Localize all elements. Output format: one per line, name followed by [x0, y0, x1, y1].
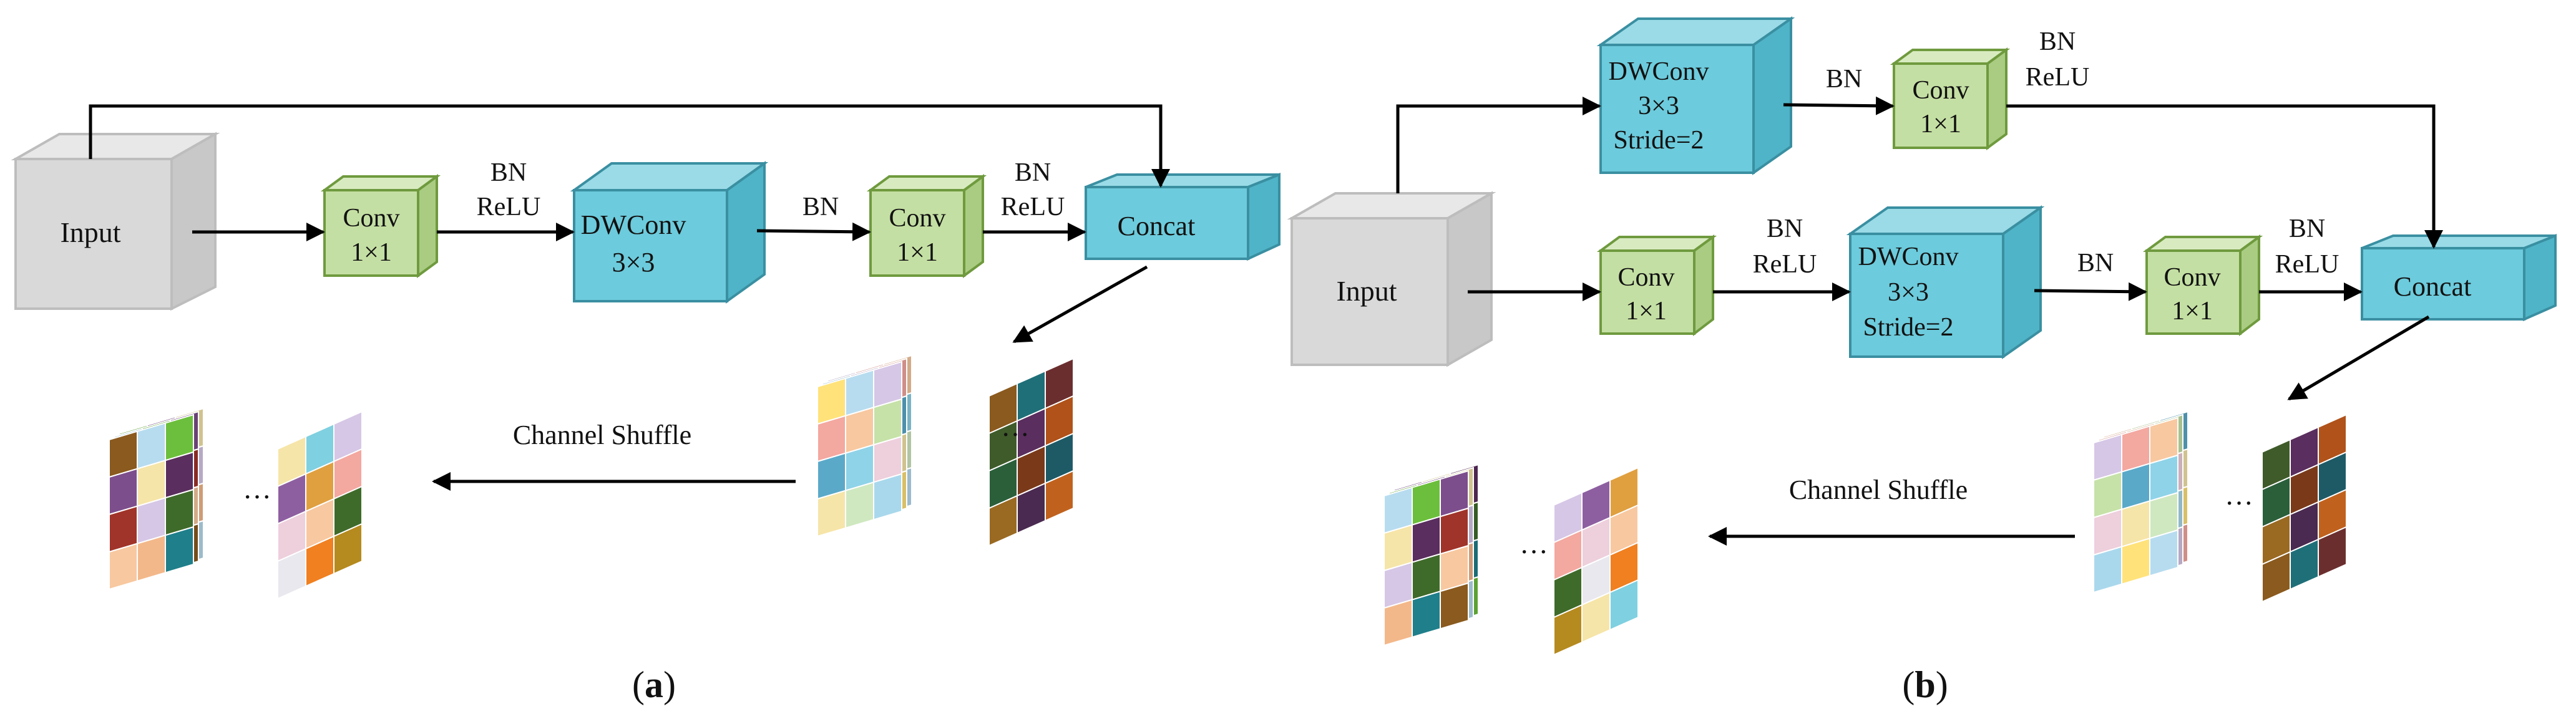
feature-cell: [333, 523, 363, 575]
panel-a-conv1-line1: Conv: [343, 204, 399, 233]
panel-a-ellipsis-right: ···: [1001, 418, 1030, 450]
panel-a-feature-map-shuffled-1: [109, 407, 204, 591]
panel-b-conv1-line1: Conv: [1617, 263, 1674, 292]
panel-b-top-bn: BN: [1826, 65, 1862, 94]
arrow-dwconv-to-conv2: [2034, 282, 2147, 301]
feature-cell: [1440, 582, 1469, 630]
feature-cell: [1045, 470, 1074, 522]
panel-a-conv2-line2: 1×1: [897, 238, 938, 267]
panel-b-conv2-line1: Conv: [2164, 263, 2220, 292]
arrow-dwconv-to-conv2: [756, 222, 871, 241]
panel-b-conv2-block: Conv 1×1: [2142, 234, 2263, 337]
panel-b-conv1-block: Conv 1×1: [1596, 234, 1717, 337]
panel-a-bn-relu-3-line1: BN: [1015, 158, 1051, 187]
panel-a-dwconv-line1: DWConv: [581, 210, 686, 240]
panel-b-dwconv-line1: DWConv: [1858, 243, 1959, 271]
panel-a-conv2-line1: Conv: [889, 204, 945, 233]
panel-b-dwconv-line3: Stride=2: [1863, 313, 1953, 342]
feature-cell: [137, 534, 166, 582]
panel-b-top-dwconv-line2: 3×3: [1638, 92, 1679, 120]
panel-a-concat-block: Concat: [1085, 173, 1281, 261]
panel-b-top-dwconv-line3: Stride=2: [1613, 126, 1704, 155]
panel-b-conv2-line2: 1×1: [2172, 297, 2213, 326]
arrow-top-conv-to-concat: [2006, 104, 2443, 249]
panel-a-bn-2: BN: [803, 193, 839, 221]
panel-b-top-conv-line2: 1×1: [1920, 110, 1961, 138]
arrow-concat-to-features: [2287, 315, 2430, 401]
arrow-top-dwconv-to-top-conv: [1783, 96, 1895, 115]
feature-cell: [1412, 590, 1441, 639]
feature-cell: [845, 481, 874, 529]
panel-a-conv1-block: Conv 1×1: [320, 174, 441, 278]
panel-a-dwconv-line2: 3×3: [612, 247, 655, 278]
panel-b-top-dwconv-block: DWConv 3×3 Stride=2: [1596, 16, 1795, 175]
panel-a-arrows: [89, 104, 1170, 491]
panel-b-bn-relu-1-line1: BN: [1767, 215, 1803, 243]
panel-a-feature-map-concat-2: [988, 357, 1074, 547]
panel-b-ellipsis-right: ···: [2225, 487, 2253, 519]
panel-b-feature-map-concat-2: [2261, 413, 2347, 603]
panel-b-feature-map-shuffled-2: [1553, 466, 1639, 656]
panel-b: Input DWConv 3×3 Stride=2 BN Conv 1×1 BN…: [1287, 16, 2557, 705]
feature-cell: [1383, 599, 1413, 647]
panel-b-caption: (b): [1902, 664, 1948, 705]
panel-a-input-block: Input: [11, 132, 220, 311]
panel-b-bn-relu-3-line1: BN: [2289, 215, 2325, 243]
feature-cell: [109, 543, 138, 591]
panel-b-bn-relu-1-line2: ReLU: [1753, 250, 1817, 279]
panel-b-input-label: Input: [1336, 275, 1397, 307]
panel-a-feature-map-shuffled-2: [277, 410, 363, 600]
panel-b-top-dwconv-line1: DWConv: [1609, 57, 1709, 86]
panel-b-concat-label: Concat: [2394, 271, 2472, 302]
panel-a-dwconv-block: DWConv 3×3: [570, 161, 769, 304]
panel-a-bn-relu-1-line1: BN: [490, 158, 527, 187]
panel-b-input-block: Input: [1287, 191, 1496, 367]
arrow-input-to-top-dwconv: [1396, 97, 1601, 193]
panel-a-conv2-block: Conv 1×1: [866, 174, 987, 278]
feature-cell: [165, 526, 194, 574]
panel-b-channel-shuffle-label: Channel Shuffle: [1789, 475, 1968, 505]
panel-a-conv1-line2: 1×1: [351, 238, 392, 267]
feature-cell: [817, 490, 846, 538]
panel-b-arrows: [1396, 96, 2443, 546]
feature-cell: [873, 473, 902, 521]
panel-b-top-conv-line1: Conv: [1912, 76, 1969, 105]
panel-b-feature-map-concat-1: [2093, 410, 2188, 594]
panel-b-conv1-line2: 1×1: [1626, 297, 1667, 326]
feature-cell: [1609, 579, 1639, 631]
panel-b-top-bn-relu-line2: ReLU: [2026, 63, 2090, 92]
feature-cell: [2318, 526, 2347, 578]
panel-a-channel-shuffle-label: Channel Shuffle: [513, 420, 691, 450]
panel-a-bn-relu-1-line2: ReLU: [477, 193, 541, 221]
panel-a-caption: (a): [632, 664, 676, 705]
panel-b-dwconv-block: DWConv 3×3 Stride=2: [1846, 205, 2045, 359]
panel-a-feature-map-concat-1: [817, 354, 912, 538]
panel-a-ellipsis-left: ···: [243, 481, 271, 513]
panel-a: Input Conv 1×1 BN ReLU DWConv 3×3 BN Con…: [11, 104, 1281, 705]
panel-b-ellipsis-left: ···: [1520, 536, 1548, 567]
panel-b-top-bn-relu-line1: BN: [2039, 27, 2076, 56]
arrow-skip-to-concat: [89, 104, 1170, 188]
panel-b-dwconv-line2: 3×3: [1888, 278, 1929, 307]
panel-a-bn-relu-3-line2: ReLU: [1001, 193, 1065, 221]
feature-cell: [2149, 529, 2178, 577]
panel-b-concat-block: Concat: [2361, 234, 2557, 322]
feature-cell: [2121, 537, 2150, 586]
panel-a-concat-label: Concat: [1118, 211, 1196, 241]
panel-b-bn-relu-3-line2: ReLU: [2275, 250, 2339, 279]
panel-b-feature-map-shuffled-1: [1383, 463, 1479, 647]
feature-cell: [2093, 546, 2122, 594]
panel-b-top-conv-block: Conv 1×1: [1890, 47, 2011, 150]
arrow-concat-to-features: [1012, 265, 1148, 344]
panel-b-bn-2: BN: [2077, 249, 2114, 278]
panel-a-input-label: Input: [60, 216, 120, 248]
